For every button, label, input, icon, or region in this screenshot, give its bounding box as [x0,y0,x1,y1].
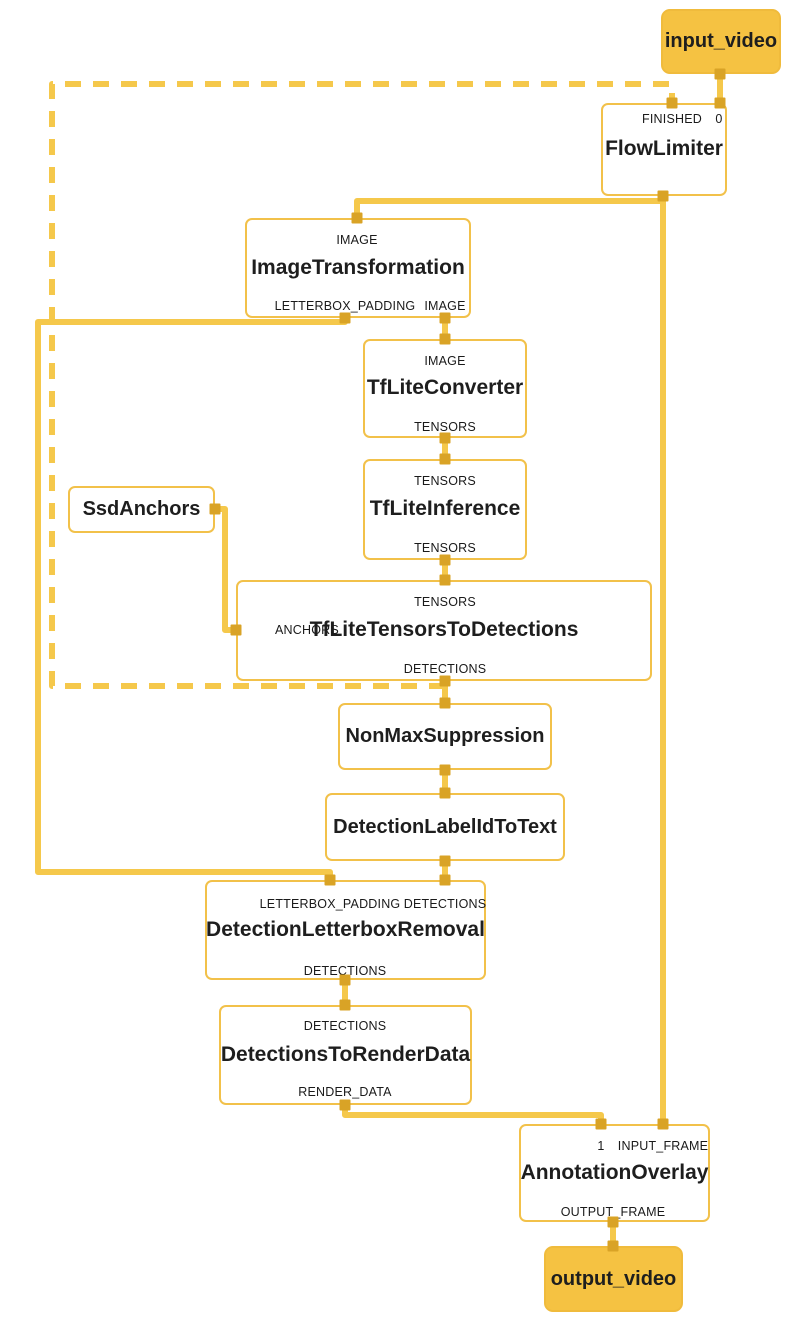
port-dot[interactable] [209,503,221,515]
node-ssd_anchors[interactable]: SsdAnchors [68,486,215,533]
node-flow_limiter[interactable]: FlowLimiter [601,103,727,196]
port-label-detections_to_render_data-detections: DETECTIONS [303,1019,387,1033]
port-label-image_transformation-image: IMAGE [424,299,466,313]
node-detections_to_render_data[interactable]: DetectionsToRenderData [219,1005,472,1105]
port-label-detections_to_render_data-render-data: RENDER_DATA [298,1085,392,1099]
port-label-image_transformation-image: IMAGE [336,233,378,247]
port-dot[interactable] [439,554,451,566]
port-label-annotation_overlay-1: 1 [597,1139,605,1153]
port-label-tflite_tensors_to_detections-anchors: ANCHORS [275,622,339,637]
port-dot[interactable] [439,855,451,867]
node-title-tflite_inference: TfLiteInference [369,497,521,521]
port-label-tflite_inference-tensors: TENSORS [414,474,476,488]
port-dot[interactable] [595,1118,607,1130]
port-label-tflite_converter-tensors: TENSORS [414,420,476,434]
port-label-annotation_overlay-output-frame: OUTPUT_FRAME [560,1205,666,1219]
node-title-annotation_overlay: AnnotationOverlay [520,1160,709,1184]
port-label-tflite_inference-tensors: TENSORS [414,541,476,555]
node-non_max_suppression[interactable]: NonMaxSuppression [338,703,552,770]
port-label-detection_letterbox_removal-detections: DETECTIONS [403,897,487,911]
port-dot[interactable] [324,874,336,886]
port-dot[interactable] [439,675,451,687]
port-dot[interactable] [714,97,726,109]
port-dot[interactable] [657,1118,669,1130]
node-title-output_video: output_video [550,1267,677,1290]
port-label-detection_letterbox_removal-detections: DETECTIONS [303,964,387,978]
node-tflite_inference[interactable]: TfLiteInference [363,459,527,560]
node-title-non_max_suppression: NonMaxSuppression [345,725,545,747]
port-dot[interactable] [439,574,451,586]
port-label-detection_letterbox_removal-letterbox-padding: LETTERBOX_PADDING [259,897,401,911]
port-dot[interactable] [439,764,451,776]
port-dot[interactable] [339,999,351,1011]
port-dot[interactable] [351,212,363,224]
node-detection_letterbox_removal[interactable]: DetectionLetterboxRemoval [205,880,486,980]
port-label-tflite_converter-image: IMAGE [424,354,466,368]
node-title-flow_limiter: FlowLimiter [605,137,723,161]
port-dot[interactable] [607,1216,619,1228]
node-input_video[interactable]: input_video [661,9,781,74]
node-title-tflite_converter: TfLiteConverter [366,376,524,400]
port-label-flow_limiter-0: 0 [715,112,723,126]
port-dot[interactable] [439,312,451,324]
port-label-image_transformation-letterbox-padding: LETTERBOX_PADDING [274,299,416,313]
node-annotation_overlay[interactable]: AnnotationOverlay [519,1124,710,1222]
node-title-image_transformation: ImageTransformation [251,255,465,279]
port-label-flow_limiter-finished: FINISHED [642,112,702,126]
port-dot[interactable] [339,1099,351,1111]
port-dot[interactable] [657,190,669,202]
node-output_video[interactable]: output_video [544,1246,683,1312]
node-image_transformation[interactable]: ImageTransformation [245,218,471,318]
node-title-detection_label_id_to_text: DetectionLabelIdToText [333,815,557,838]
port-dot[interactable] [230,624,242,636]
port-dot[interactable] [714,68,726,80]
node-detection_label_id_to_text[interactable]: DetectionLabelIdToText [325,793,565,861]
port-label-annotation_overlay-input-frame: INPUT_FRAME [617,1139,709,1153]
port-dot[interactable] [607,1240,619,1252]
port-dot[interactable] [666,97,678,109]
port-label-tflite_tensors_to_detections-detections: DETECTIONS [403,662,487,676]
port-dot[interactable] [439,874,451,886]
node-tflite_tensors_to_detections[interactable]: TfLiteTensorsToDetections [236,580,652,681]
port-dot[interactable] [339,312,351,324]
node-title-detections_to_render_data: DetectionsToRenderData [220,1042,471,1066]
port-dot[interactable] [439,333,451,345]
node-title-input_video: input_video [664,30,778,52]
port-dot[interactable] [439,432,451,444]
node-title-tflite_tensors_to_detections: TfLiteTensorsToDetections [309,618,579,642]
port-dot[interactable] [439,787,451,799]
port-dot[interactable] [439,453,451,465]
port-dot[interactable] [339,974,351,986]
port-dot[interactable] [439,697,451,709]
port-label-tflite_tensors_to_detections-tensors: TENSORS [414,595,476,609]
node-title-ssd_anchors: SsdAnchors [82,498,201,520]
node-title-detection_letterbox_removal: DetectionLetterboxRemoval [206,917,485,941]
